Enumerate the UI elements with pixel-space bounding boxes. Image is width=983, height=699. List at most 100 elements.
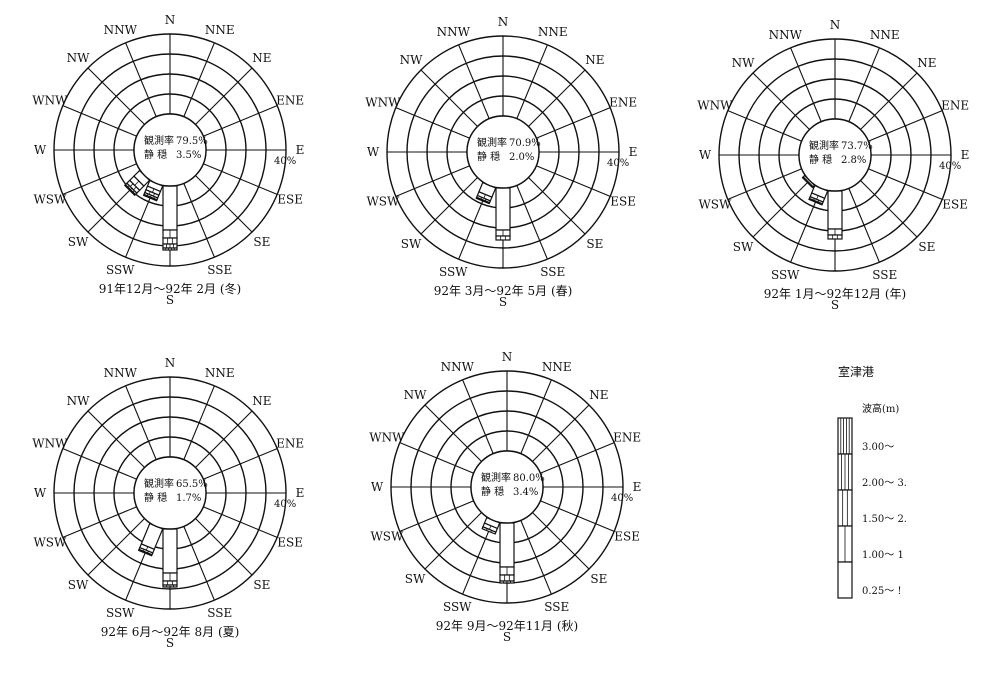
rose-spoke [424, 512, 482, 570]
petal-hatch [132, 192, 134, 194]
direction-label-se: SE [590, 572, 607, 586]
calm-label: 静 穏 [477, 150, 500, 163]
direction-label-sw: SW [68, 235, 89, 249]
petal-segment [142, 193, 158, 202]
direction-label-sse: SSE [872, 268, 897, 282]
rose-spoke [868, 168, 943, 200]
direction-label-ene: ENE [941, 98, 969, 112]
direction-label-ne: NE [917, 56, 936, 70]
petal-hatch [133, 186, 137, 191]
rose-spoke [727, 110, 802, 142]
rose-spoke [87, 518, 145, 576]
rose-spoke [62, 105, 137, 137]
rose-spoke [540, 442, 615, 474]
direction-label-se: SE [253, 578, 270, 592]
calm-circle [466, 115, 540, 189]
direction-label-sw: SW [733, 240, 754, 254]
observation-label: 観測率 [144, 134, 174, 147]
legend-swatch [837, 489, 853, 527]
direction-label-nw: NW [67, 51, 91, 65]
petal-hatch [134, 180, 140, 186]
direction-label-nw: NW [404, 388, 428, 402]
direction-label-ese: ESE [614, 530, 640, 544]
calm-label: 静 穏 [481, 485, 504, 498]
petal-s [162, 528, 178, 588]
petal-s [162, 185, 178, 251]
direction-label-wsw: WSW [33, 193, 67, 207]
petal-hatch [130, 190, 132, 192]
direction-label-ene: ENE [276, 436, 304, 450]
rose-spoke [458, 44, 490, 119]
rose-spoke [203, 448, 278, 480]
legend-class-label: 3.00～ [862, 442, 894, 453]
rose-spoke [195, 410, 253, 468]
petal-segment [162, 237, 178, 245]
rose-spoke [540, 500, 615, 532]
scale-label: 40% [274, 499, 296, 510]
direction-label-n: N [502, 350, 513, 364]
rose-spoke [536, 107, 611, 139]
rose-spoke [532, 404, 590, 462]
rose-spoke [183, 42, 215, 117]
direction-label-nne: NNE [870, 28, 900, 42]
rose-spoke [183, 385, 215, 460]
petal-hatch [816, 195, 819, 200]
observation-value: 79.5% [176, 136, 208, 147]
rose-spoke [195, 518, 253, 576]
calm-circle [798, 118, 872, 192]
direction-label-ne: NE [585, 53, 604, 67]
rose-spoke [516, 185, 548, 260]
direction-label-se: SE [918, 240, 935, 254]
calm-label: 静 穏 [144, 491, 167, 504]
direction-label-w: W [34, 486, 47, 500]
rose-spoke [395, 165, 470, 197]
rose-spoke [203, 105, 278, 137]
scale-label: 40% [274, 156, 296, 167]
direction-label-nne: NNE [542, 360, 572, 374]
rose-spoke [125, 42, 157, 117]
petal-segment [162, 528, 178, 574]
direction-label-nne: NNE [205, 23, 235, 37]
observation-label: 観測率 [144, 477, 174, 490]
rose-spoke [848, 47, 880, 122]
petal-ssw [142, 179, 164, 202]
direction-label-se: SE [586, 237, 603, 251]
rose-spoke [183, 526, 215, 601]
rose-spoke [203, 506, 278, 538]
calm-value: 3.4% [513, 487, 538, 498]
direction-label-nne: NNE [205, 366, 235, 380]
petal-hatch [490, 530, 492, 533]
direction-label-ese: ESE [610, 195, 636, 209]
petal-segment [162, 185, 178, 231]
direction-label-n: N [165, 356, 176, 370]
direction-label-ssw: SSW [106, 606, 135, 620]
legend-header: 波高(m) [862, 402, 899, 415]
direction-label-sw: SW [68, 578, 89, 592]
direction-label-ssw: SSW [106, 263, 135, 277]
observation-label: 観測率 [809, 139, 839, 152]
direction-label-wsw: WSW [366, 195, 400, 209]
direction-label-wnw: WNW [369, 430, 405, 444]
direction-label-w: W [367, 145, 380, 159]
petal-s [499, 522, 515, 584]
rose-spoke [420, 177, 478, 235]
legend-class-label: 0.25～ ! [862, 586, 901, 597]
rose-spoke [420, 69, 478, 127]
direction-label-ese: ESE [277, 193, 303, 207]
calm-value: 1.7% [176, 493, 201, 504]
direction-label-s: S [166, 293, 174, 307]
direction-label-nnw: NNW [104, 366, 138, 380]
direction-label-sw: SW [401, 237, 422, 251]
direction-label-ne: NE [252, 394, 271, 408]
petal-hatch [486, 528, 488, 531]
direction-label-s: S [166, 636, 174, 650]
direction-label-ene: ENE [613, 430, 641, 444]
direction-label-sse: SSE [207, 606, 232, 620]
direction-label-e: E [629, 145, 638, 159]
observation-label: 観測率 [481, 471, 511, 484]
rose-spoke [87, 67, 145, 125]
rose-spoke [424, 404, 482, 462]
